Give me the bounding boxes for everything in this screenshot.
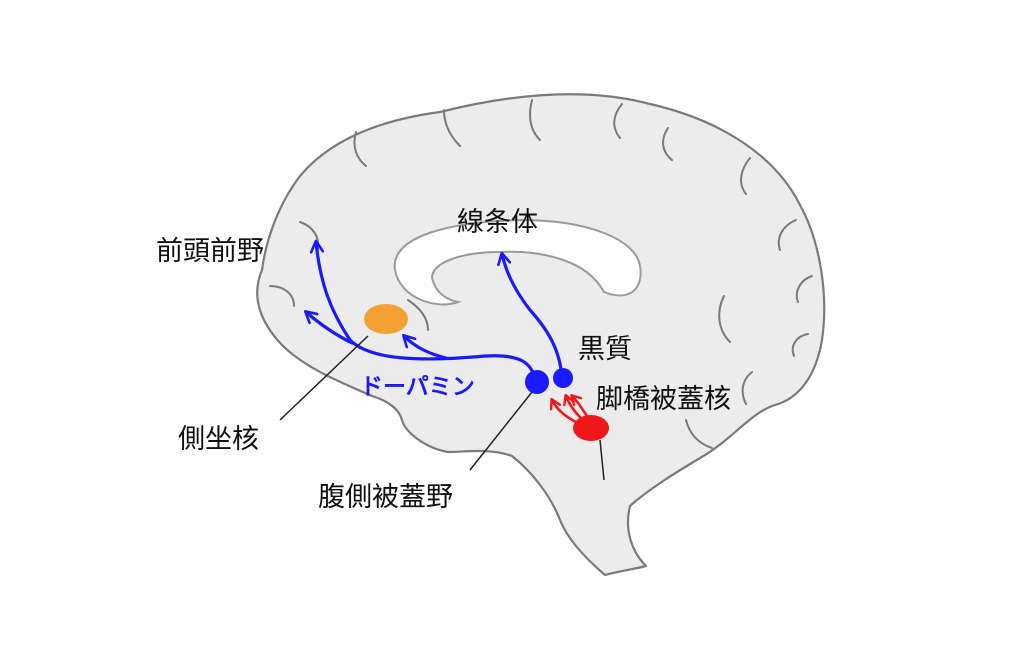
substantia-nigra-marker (553, 368, 573, 388)
leader-lines (279, 335, 605, 481)
nucleus-accumbens-marker (364, 304, 408, 334)
pathway-to-striatum (502, 254, 564, 380)
label-pedunculopontine-nucleus: 脚橋被蓋核 (596, 384, 731, 415)
brain-outline (256, 93, 826, 577)
leader-nucleus-accumbens (279, 335, 369, 421)
label-prefrontal-cortex: 前頭前野 (156, 236, 264, 267)
pathway-to-prefrontal-upper (316, 242, 538, 384)
pathway-to-prefrontal-lower (306, 312, 354, 345)
label-ventral-tegmental-area: 腹側被蓋野 (318, 482, 453, 513)
corpus-callosum (393, 218, 642, 306)
leader-vta (469, 391, 533, 471)
label-dopamine: ドーパミン (360, 374, 475, 400)
cortical-sulci (269, 99, 813, 449)
leader-ppn (599, 439, 605, 481)
label-striatum: 線条体 (457, 207, 538, 238)
pedunculopontine-marker (573, 415, 609, 441)
vta-marker (525, 370, 549, 394)
label-nucleus-accumbens: 側坐核 (178, 424, 259, 455)
label-substantia-nigra: 黒質 (578, 334, 632, 365)
pathway-to-nucleus-accumbens (404, 336, 448, 360)
dopamine-pathways (306, 242, 564, 384)
